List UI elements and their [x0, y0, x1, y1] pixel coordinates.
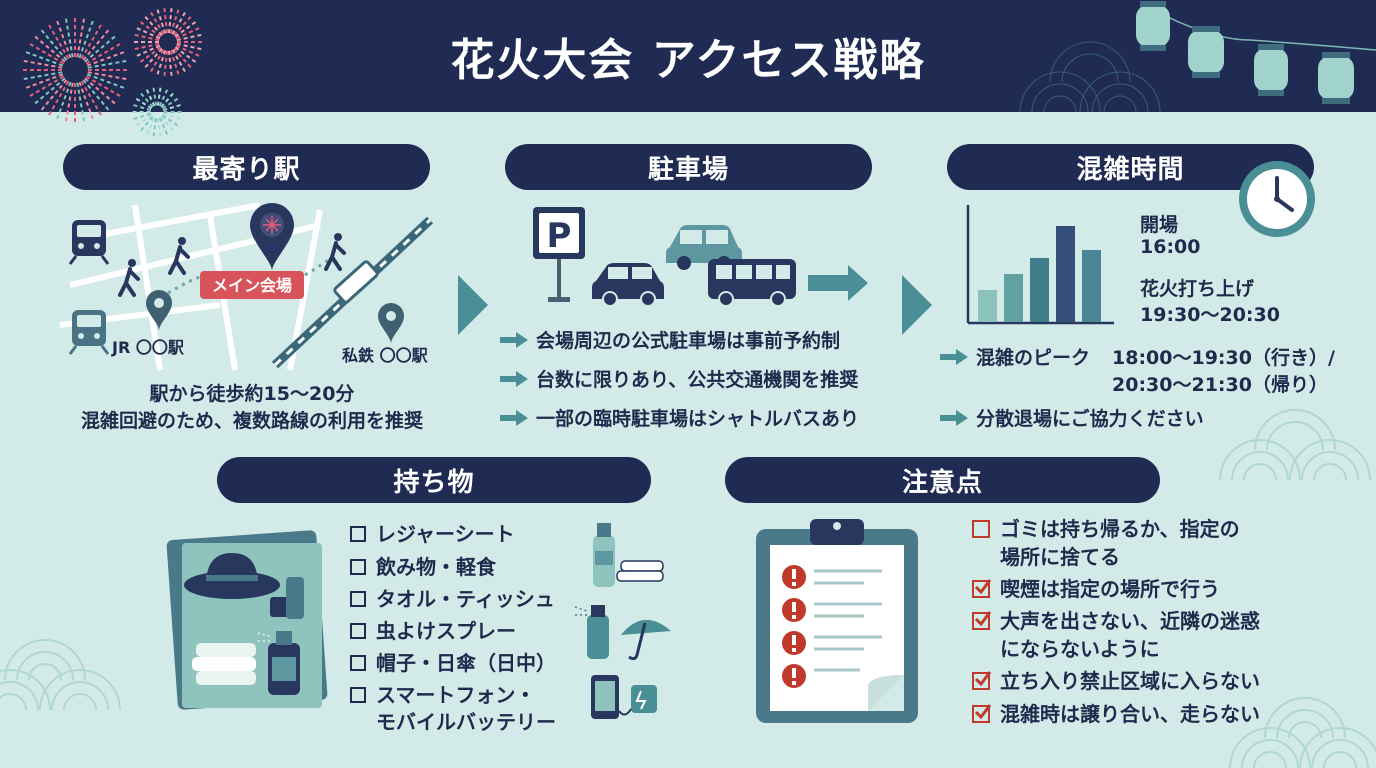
- railway-line: [271, 216, 434, 369]
- fireworks-label: 花火打ち上げ: [1140, 278, 1255, 300]
- towel-icon: [192, 643, 256, 685]
- notes-heading: 注意点: [725, 457, 1160, 503]
- open-label: 開場: [1140, 214, 1179, 236]
- svg-text:P: P: [547, 216, 572, 256]
- wave-pattern: [1229, 697, 1376, 768]
- belongings-item: 虫よけスプレー: [350, 617, 516, 645]
- map-pin-icon: [378, 303, 404, 344]
- small-arrow-icon: [500, 331, 528, 348]
- checkbox-icon: [972, 520, 990, 538]
- jr-station-label: JR 〇〇駅: [111, 338, 185, 357]
- towel-icon: [616, 560, 664, 582]
- warning-icon: [782, 565, 806, 688]
- small-arrow-icon: [940, 409, 968, 426]
- belongings-item: タオル・ティッシュ: [350, 585, 555, 613]
- belongings-item: スマートフォン・: [350, 681, 535, 709]
- checked-box-icon: [972, 704, 992, 723]
- clipboard-icon: [756, 519, 918, 723]
- smartphone-icon: [591, 675, 619, 719]
- walker-icon: [118, 233, 346, 297]
- checkbox-icon: [350, 687, 366, 703]
- peak-bullet: 混雑のピーク: [940, 343, 1090, 370]
- belongings-illustration: [166, 530, 328, 710]
- belongings-item-cont: モバイルバッテリー: [376, 710, 556, 734]
- drink-can-icon: [270, 577, 304, 619]
- note-item: 立ち入り禁止区域に入らない: [972, 667, 1260, 695]
- lantern-decoration: [1019, 1, 1376, 113]
- private-station-label: 私鉄 〇〇駅: [342, 346, 429, 365]
- arrow-right-icon: [808, 265, 868, 301]
- chart-bar: [1056, 226, 1075, 322]
- checkbox-icon: [350, 526, 366, 542]
- checked-box-icon: [972, 611, 992, 630]
- items-side-icons: [574, 523, 671, 719]
- parking-bullet: 会場周辺の公式駐車場は事前予約制: [500, 326, 840, 353]
- belongings-item: 帽子・日傘（日中）: [350, 649, 556, 677]
- chart-bar: [1082, 250, 1101, 322]
- belongings-item: 飲み物・軽食: [350, 553, 496, 581]
- belongings-item: レジャーシート: [350, 520, 515, 548]
- arrow-right-icon: [458, 275, 488, 335]
- parking-heading: 駐車場: [505, 144, 872, 190]
- parking-bullet: 一部の臨時駐車場はシャトルバスあり: [500, 404, 859, 431]
- note-item: 混雑時は譲り合い、走らない: [972, 700, 1260, 728]
- checkbox-icon: [350, 591, 366, 607]
- exit-note: 分散退場にご協力ください: [940, 404, 1204, 431]
- car-icon: [666, 225, 742, 270]
- clock-icon: [1239, 161, 1315, 237]
- station-map: メイン会場 JR 〇〇駅 私鉄 〇〇駅: [59, 202, 434, 371]
- checkbox-icon: [350, 623, 366, 639]
- checkbox-icon: [350, 655, 366, 671]
- umbrella-icon: [621, 619, 671, 661]
- bus-icon: [708, 259, 796, 307]
- fireworks-decoration: [23, 6, 204, 138]
- small-arrow-icon: [500, 409, 528, 426]
- note-item: 喫煙は指定の場所で行う: [972, 575, 1220, 603]
- train-icon: [68, 220, 110, 265]
- peak-time-1: 18:00〜19:30（行き）/: [1112, 347, 1335, 369]
- map-pin-icon: [250, 203, 294, 271]
- wave-pattern: [1219, 409, 1371, 481]
- chart-bar: [1004, 274, 1023, 322]
- parking-illustration: P: [533, 207, 868, 307]
- note-item: 大声を出さない、近隣の迷惑にならないように: [972, 607, 1260, 663]
- open-time: 16:00: [1140, 236, 1201, 258]
- wave-pattern: [0, 639, 121, 711]
- hat-icon: [184, 553, 280, 599]
- checkbox-icon: [350, 559, 366, 575]
- lantern-icon: [1136, 1, 1354, 104]
- checked-box-icon: [972, 671, 992, 690]
- page-title: 花火大会 アクセス戦略: [450, 35, 926, 86]
- chart-bar: [1030, 258, 1049, 322]
- station-recommendation: 混雑回避のため、複数路線の利用を推奨: [80, 410, 423, 432]
- checked-box-icon: [972, 579, 992, 598]
- fireworks-time: 19:30〜20:30: [1140, 304, 1280, 326]
- spray-icon: [574, 605, 609, 659]
- belongings-heading: 持ち物: [217, 457, 651, 503]
- map-pin-icon: [146, 290, 172, 331]
- chart-bar: [978, 290, 997, 322]
- train-icon: [68, 310, 110, 355]
- parking-bullet: 台数に限りあり、公共交通機関を推奨: [500, 365, 858, 392]
- peak-time-2: 20:30〜21:30（帰り）: [1112, 374, 1328, 396]
- parking-sign-icon: P: [533, 207, 585, 302]
- small-arrow-icon: [500, 370, 528, 387]
- spray-bottle-icon: [268, 631, 300, 695]
- bottle-icon: [593, 523, 615, 587]
- station-walk-time: 駅から徒歩約15〜20分: [149, 383, 355, 405]
- station-heading: 最寄り駅: [63, 144, 430, 190]
- battery-icon: [618, 685, 657, 716]
- car-icon: [592, 263, 664, 307]
- congestion-chart: [966, 205, 1114, 325]
- note-item: ゴミは持ち帰るか、指定の場所に捨てる: [972, 515, 1240, 571]
- small-arrow-icon: [940, 348, 968, 365]
- arrow-right-icon: [902, 275, 932, 335]
- venue-label: メイン会場: [212, 276, 292, 295]
